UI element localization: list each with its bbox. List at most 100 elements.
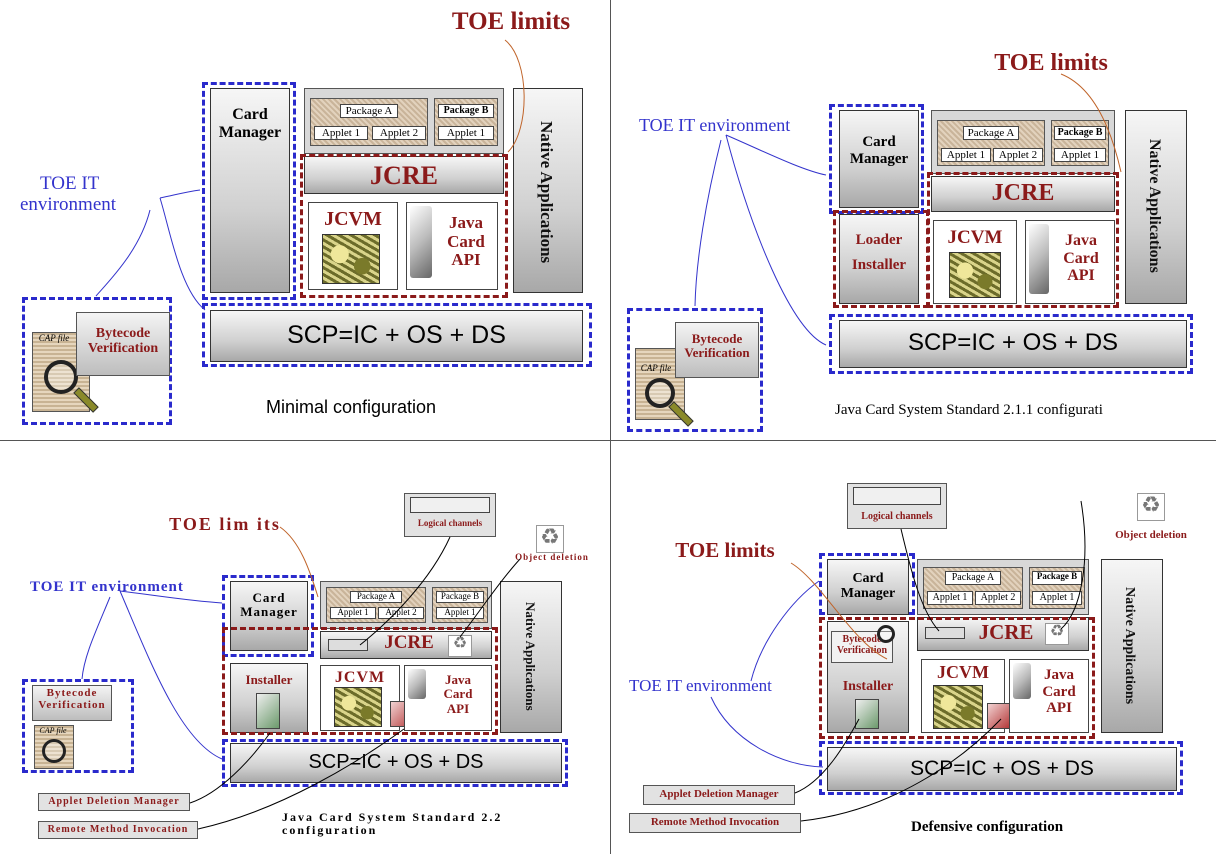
applet-1-b: Applet 1	[438, 126, 494, 140]
quadrant-defensive: TOE limits TOE IT environment Logical ch…	[611, 441, 1216, 854]
native-applications-label: Native Applications	[1122, 587, 1137, 705]
magnifier-icon	[44, 360, 78, 394]
package-b-label: Package B	[438, 104, 494, 118]
api-line2: Card	[1063, 249, 1099, 267]
native-applications-label: Native Applications	[523, 601, 538, 711]
toe-limits-label: TOE limits	[451, 8, 571, 35]
jcvm-texture-image	[322, 234, 380, 284]
toe-limits-border	[300, 154, 508, 298]
cap-file-image	[34, 725, 74, 769]
api-line3: API	[1046, 700, 1072, 716]
env-border-scp	[202, 303, 592, 367]
native-applications-label: Native Applications	[1146, 139, 1163, 273]
bv-line2: Verification	[684, 345, 750, 361]
card-manager-label: Card Manager	[827, 571, 909, 602]
jcvm-label: JCVM	[937, 662, 989, 682]
toe-limits-label: TOE limits	[994, 50, 1108, 76]
api-line2: Card	[443, 686, 473, 702]
api-line3: API	[451, 250, 481, 270]
api-line1: Java	[449, 213, 483, 232]
toe-limits-border	[819, 617, 1095, 739]
recycle-icon: ♻	[536, 525, 564, 553]
toe-limits-border-loader	[833, 210, 929, 308]
jcs-22-caption: Java Card System Standard 2.2 configurat…	[282, 810, 582, 838]
native-applications-label: Native Applications	[537, 120, 556, 264]
api-line3: API	[1067, 267, 1095, 285]
api-line2: Card	[1042, 683, 1076, 700]
bytecode-verification-label: Bytecode Verification	[76, 326, 170, 357]
card-manager-line2: Manager	[240, 604, 298, 620]
object-deletion-label: Object deletion	[1115, 529, 1187, 541]
applet-2-a: Applet 2	[378, 607, 424, 619]
jcvm-label: JCVM	[324, 208, 382, 230]
toe-it-environment-label: TOE IT environment	[639, 115, 791, 135]
card-manager-box	[839, 110, 919, 208]
scp-box	[839, 320, 1187, 368]
env-border-bytecode	[22, 297, 172, 425]
loader-installer-box	[839, 214, 919, 304]
scp-label: SCP=IC + OS + DS	[907, 329, 1119, 356]
minimal-configuration-caption: Minimal configuration	[265, 397, 437, 417]
quadrant-jcs-211: TOE limits TOE IT environment Card Manag…	[611, 0, 1216, 440]
caption-line2: configuration	[282, 823, 378, 838]
bv-line2: Verification	[87, 341, 159, 357]
api-line1: Java	[445, 672, 471, 687]
applet-2-a: Applet 2	[372, 126, 426, 140]
api-line1: Java	[1044, 667, 1074, 683]
env-line2: environment	[20, 193, 117, 215]
card-manager-label: Card Manager	[839, 134, 919, 167]
native-applications-box	[513, 88, 583, 293]
defensive-configuration-caption: Defensive configuration	[911, 819, 1064, 835]
wrench-icon	[1013, 663, 1031, 699]
applet-1-a: Applet 1	[927, 591, 973, 605]
toe-limits-label: TOE limits	[675, 538, 775, 562]
quadrant-jcs-22: TOE lim its TOE IT environment Logical c…	[0, 441, 610, 854]
java-card-api-label: Java Card API	[1051, 232, 1111, 285]
bytecode-verification-label: Bytecode Verification	[675, 331, 759, 361]
native-applications-box	[1125, 110, 1187, 304]
installer-tool-icon	[256, 693, 280, 729]
card-manager-label: Card Manager	[210, 106, 290, 141]
java-card-api-label: Java Card API	[1031, 667, 1087, 717]
remote-method-invocation-label: Remote Method Invocation	[650, 816, 780, 828]
package-a-label: Package A	[945, 571, 1001, 585]
package-b-label: Package B	[1054, 126, 1106, 140]
api-line1: Java	[1065, 232, 1097, 249]
env-border-card-manager	[202, 82, 296, 300]
applet-2-a: Applet 2	[975, 591, 1021, 605]
jcvm-label: JCVM	[334, 669, 386, 686]
quadrant-minimal: TOE limits Card Manager Package A Applet…	[0, 0, 610, 440]
jcre-label: JCRE	[978, 620, 1034, 644]
applet-1-b: Applet 1	[436, 607, 484, 619]
scp-label: SCP=IC + OS + DS	[910, 757, 1094, 780]
package-a-label: Package A	[963, 126, 1019, 140]
env-border-bytecode	[627, 308, 763, 432]
applet-deletion-manager-box	[643, 785, 795, 805]
remote-method-invocation-label: Remote Method Invocation	[47, 824, 189, 835]
card-manager-box	[210, 88, 290, 293]
magnifier-icon	[645, 378, 675, 408]
applet-1-a: Applet 1	[330, 607, 376, 619]
horizontal-divider	[0, 440, 1216, 441]
package-b-label: Package B	[1032, 571, 1082, 585]
java-card-api-label: Java Card API	[436, 213, 496, 270]
env-border-card-manager	[222, 575, 314, 657]
applet-deletion-manager-box	[38, 793, 190, 811]
installer-line: Installer	[851, 256, 907, 273]
bv-line2: Verification	[38, 699, 106, 712]
jcre-label: JCRE	[370, 161, 438, 190]
bytecode-verification-box	[76, 312, 170, 376]
env-border-scp	[829, 314, 1193, 374]
applet-1-b: Applet 1	[1032, 591, 1082, 605]
toe-it-environment-label: TOE IT environment	[629, 676, 772, 695]
toe-it-environment-label: TOE IT environment	[20, 173, 170, 216]
package-a-label: Package A	[340, 104, 398, 118]
api-line3: API	[446, 700, 470, 716]
card-manager-line2: Manager	[840, 586, 896, 602]
card-manager-line1: Card	[232, 106, 268, 123]
bytecode-verification-box	[32, 685, 112, 721]
scp-label: SCP=IC + OS + DS	[287, 321, 506, 349]
jcs-211-caption: Java Card System Standard 2.1.1 configur…	[835, 402, 1103, 418]
applet-deletion-manager-label: Applet Deletion Manager	[48, 796, 180, 807]
package-a-label: Package A	[350, 591, 402, 603]
